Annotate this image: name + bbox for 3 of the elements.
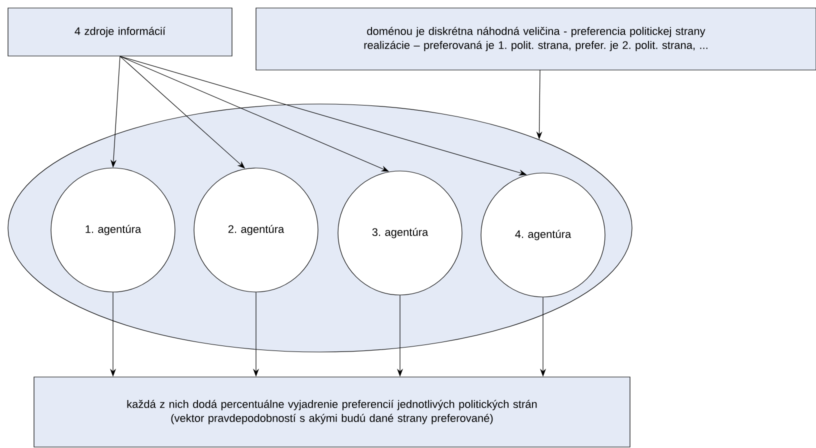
text-box: 4 zdroje informácií — [8, 8, 232, 56]
text-box: doménou je diskrétna náhodná veličina - preferencia politickej strany realizácie – preferovaná je 1. polit. strana, prefer. je 2. polit. strana, ... — [256, 8, 816, 70]
text-box: každá z nich dodá percentuálne vyjadrenie preferencií jednotlivých politických strán (vektor pravdepodobností s akými budú dané strany preferované) — [34, 376, 630, 448]
